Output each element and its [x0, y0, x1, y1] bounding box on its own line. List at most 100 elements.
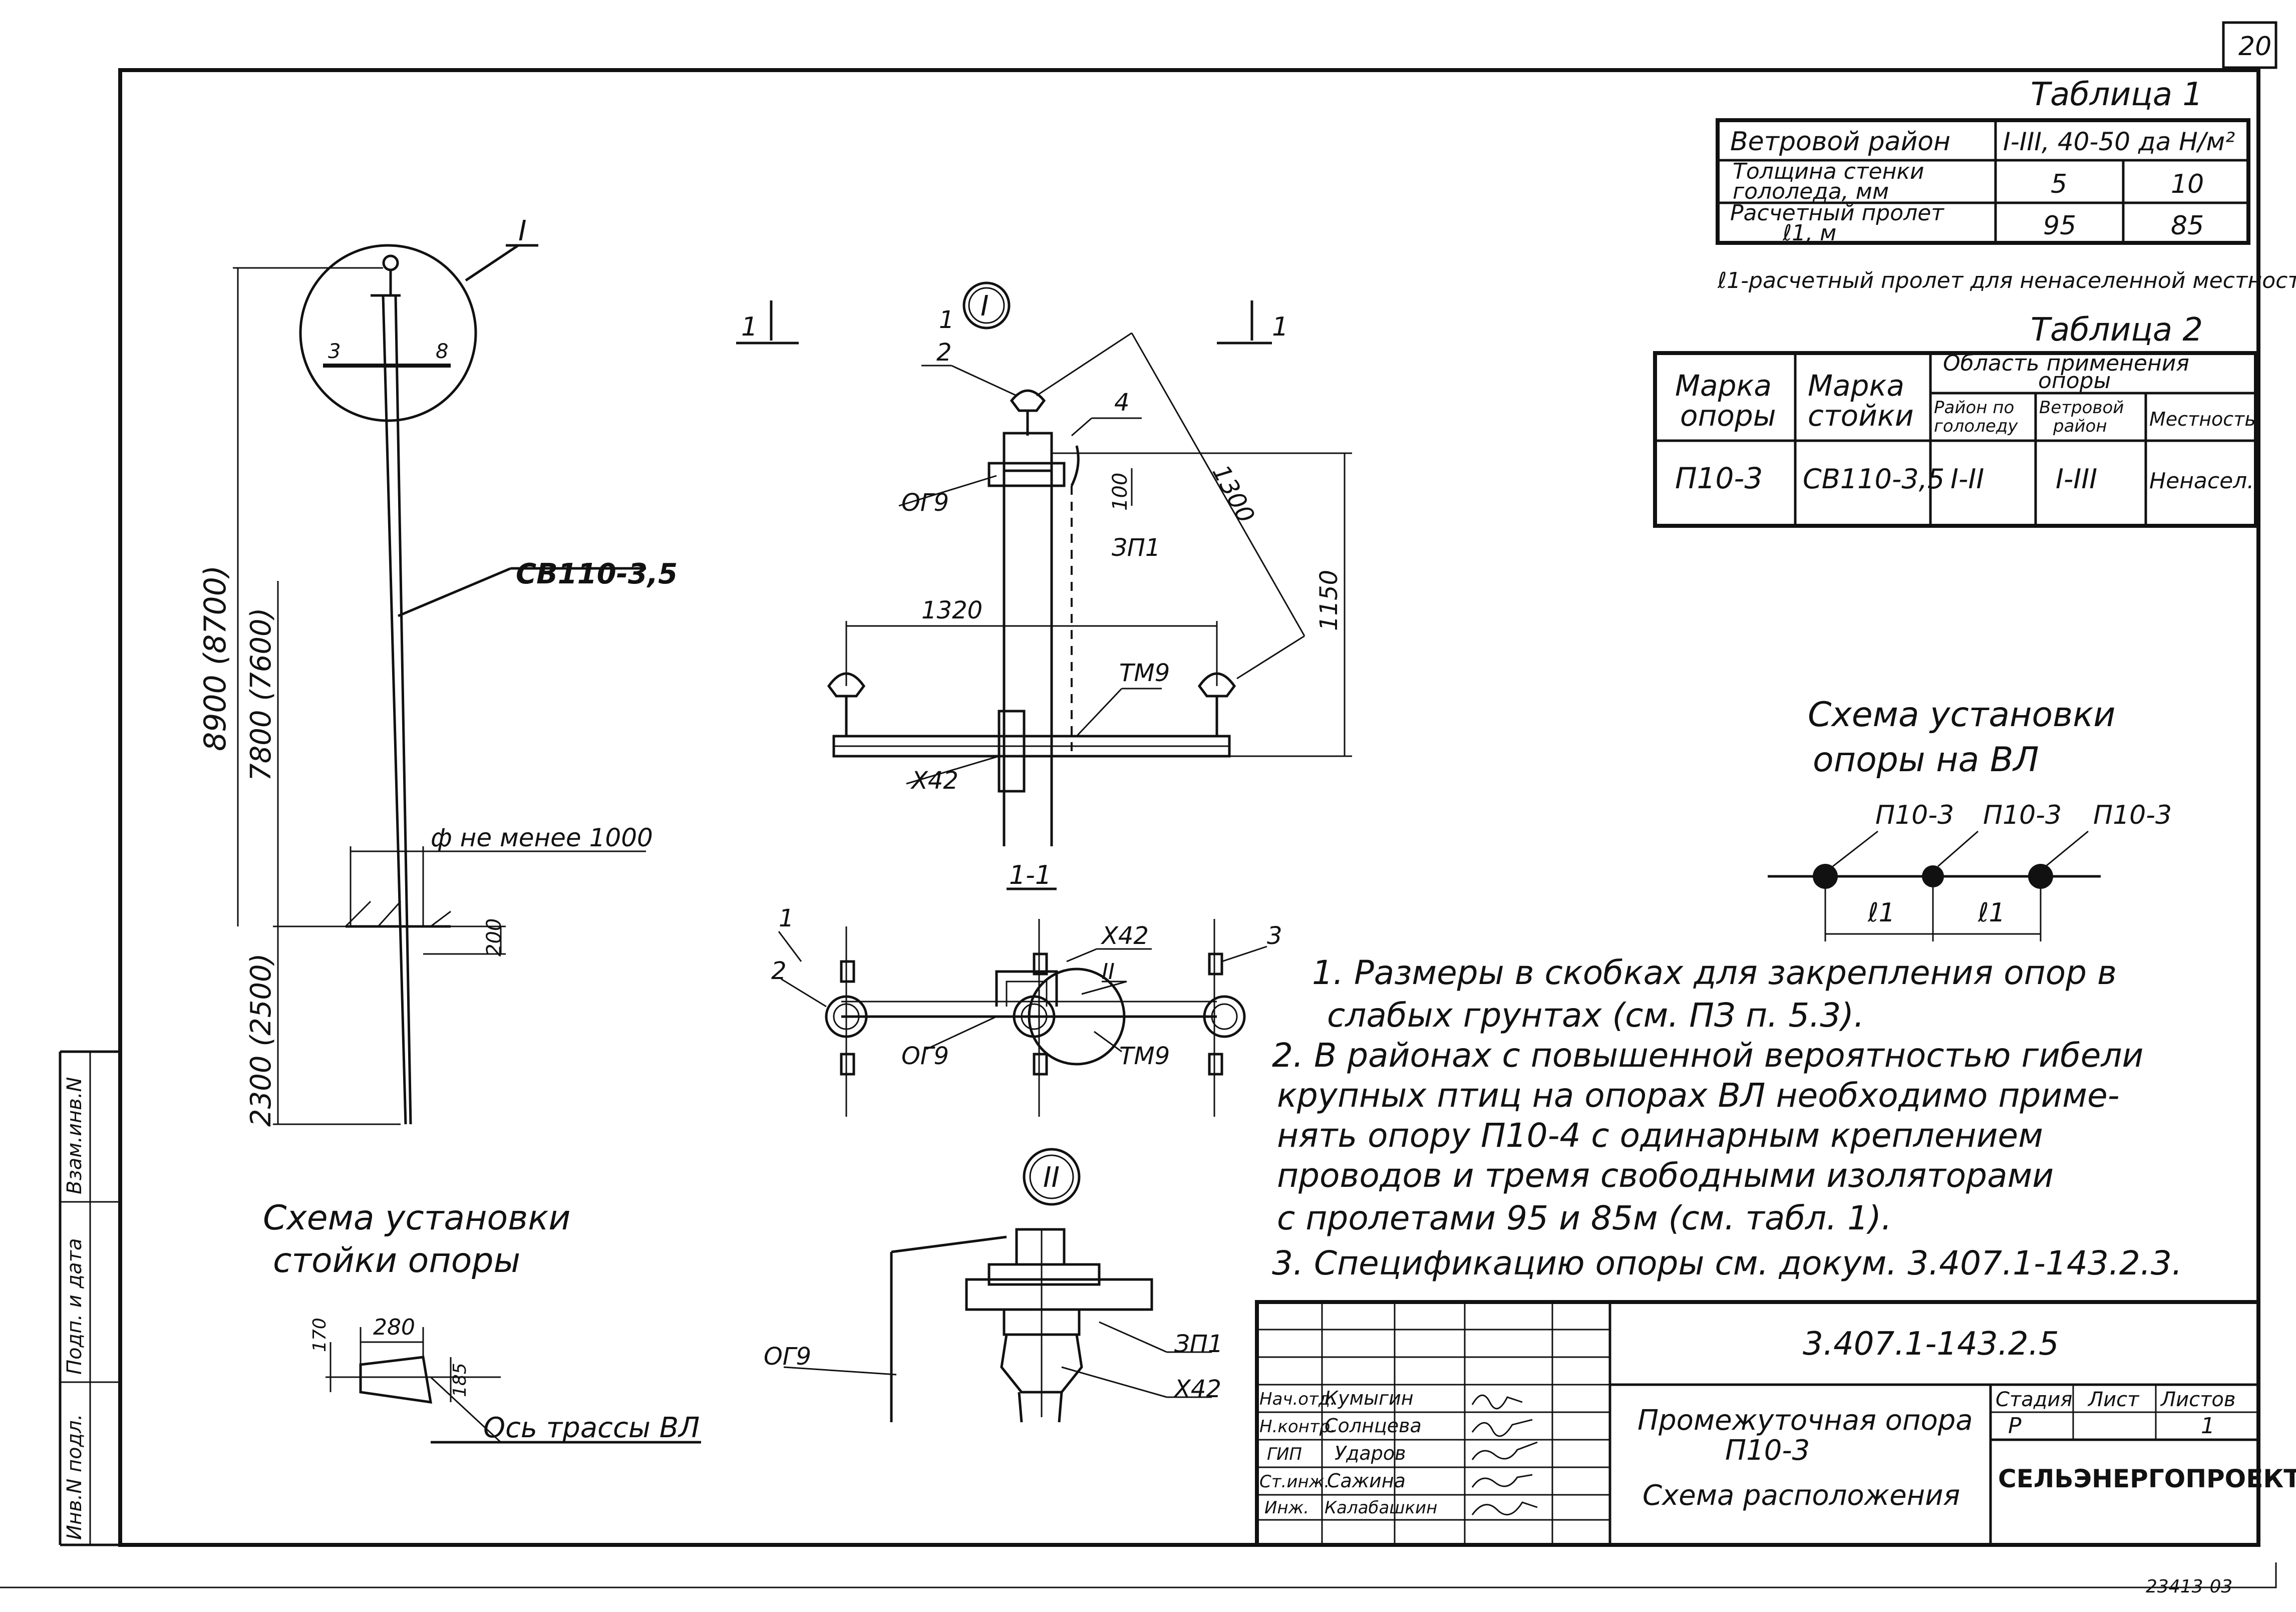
- post-label: СВ110-3,5: [516, 558, 678, 590]
- line-scheme-title-1: Схема установки: [1808, 695, 2115, 735]
- table-2-h-mark-b: опоры: [1680, 399, 1776, 433]
- post-scheme-title-2: стойки опоры: [273, 1241, 520, 1280]
- table-1-r2-v1: 5: [2051, 169, 2067, 199]
- table-1: [1716, 118, 2250, 245]
- line-scheme-pole-1: П10-3: [1875, 800, 1954, 830]
- side-stamp-3: Взам.инв.N: [63, 1077, 86, 1194]
- side-stamp-2: Подп. и дата: [63, 1238, 86, 1375]
- table-2-h-post-b: стойки: [1808, 399, 1914, 433]
- dim-100: 100: [1109, 473, 1132, 511]
- table-2-h-place: Местность: [2149, 408, 2256, 430]
- table-1-r3-label-a: Расчетный пролет: [1730, 200, 1944, 226]
- dim-1320: 1320: [921, 596, 982, 624]
- section-tm9: ТМ9: [1119, 1042, 1170, 1070]
- detail-II: [783, 1148, 1212, 1423]
- doc-code: 3.407.1-143.2.5: [1803, 1326, 2059, 1363]
- table-1-r1-label: Ветровой район: [1730, 127, 1950, 157]
- dim-1300: 1300: [1206, 460, 1260, 527]
- section-title: 1-1: [1009, 860, 1052, 890]
- detail-I-n4: 4: [1114, 389, 1130, 417]
- table-1-r3-v2: 85: [2171, 211, 2204, 241]
- line-scheme-span-2: ℓ1: [1978, 898, 2006, 928]
- line-scheme-span-1: ℓ1: [1867, 898, 1895, 928]
- section-mark-right: 1: [1272, 312, 1288, 342]
- note-line-3: 2. В районах с повышенной вероятностью г…: [1272, 1036, 2143, 1075]
- detail-I-tm9: ТМ9: [1119, 659, 1170, 687]
- line-scheme-pole-2: П10-3: [1983, 800, 2062, 830]
- table-2: [1653, 351, 2258, 528]
- detail-I-n2: 2: [936, 339, 952, 367]
- dim-above: 7800 (7600): [245, 607, 277, 781]
- notes: 1. Размеры в скобках для закрепления опо…: [1272, 953, 2182, 1282]
- note-line-8: 3. Спецификацию опоры см. докум. 3.407.1…: [1272, 1244, 2182, 1282]
- note-line-2: слабых грунтах (см. ПЗ п. 5.3).: [1327, 996, 1864, 1035]
- table-2-h-wind-b: район: [2053, 416, 2107, 436]
- table-1-r2-label-a: Толщина стенки: [1733, 159, 1924, 184]
- staff-role-2: Н.контр.: [1259, 1417, 1336, 1437]
- table-1-r3-label-b: ℓ1, м: [1782, 220, 1836, 246]
- table-2-h-ice-b: гололеду: [1934, 416, 2018, 436]
- sheet-header: Лист: [2087, 1388, 2140, 1411]
- staff-name-3: Ударов: [1335, 1442, 1406, 1464]
- line-scheme-pole-3: П10-3: [2093, 800, 2172, 830]
- table-2-h-post-a: Марка: [1808, 369, 1904, 403]
- table-2-h-mark-a: Марка: [1675, 369, 1772, 403]
- staff-role-5: Инж.: [1264, 1498, 1309, 1518]
- company: СЕЛЬЭНЕРГОПРОЕКТ: [1998, 1464, 2296, 1493]
- pole-insulator-right: 8: [436, 340, 448, 363]
- section-n1: 1: [779, 904, 794, 932]
- pole-callout: I: [518, 215, 527, 247]
- table-1-r2-label-b: гололеда, мм: [1733, 179, 1889, 204]
- table-1-r3-v1: 95: [2043, 211, 2076, 241]
- section-1-1: [778, 887, 1267, 1117]
- post-scheme: [325, 1327, 701, 1444]
- sheets-header: Листов: [2160, 1388, 2235, 1411]
- sheet-title: Схема расположения: [1643, 1479, 1960, 1512]
- table-1-footnote: ℓ1-расчетный пролет для ненаселенной мес…: [1717, 268, 2296, 293]
- section-n2: 2: [771, 957, 787, 985]
- post-scheme-dim-280: 280: [373, 1315, 415, 1340]
- staff-role-4: Ст.инж.: [1259, 1472, 1330, 1492]
- archive-number: 23413-03: [2146, 1576, 2232, 1597]
- post-scheme-axis: Ось трассы ВЛ: [483, 1412, 700, 1444]
- pole-elevation: [233, 244, 646, 1125]
- section-x42: Х42: [1100, 922, 1149, 950]
- detail-I-n1: 1: [939, 306, 954, 334]
- dim-200: 200: [483, 918, 506, 956]
- section-og9: ОГ9: [901, 1042, 949, 1070]
- table-2-row-post: СВ110-3,5: [1803, 463, 1944, 495]
- detail-I-x42: Х42: [910, 767, 958, 795]
- detail-II-x42: Х42: [1173, 1375, 1221, 1403]
- detail-II-og9: ОГ9: [764, 1343, 811, 1371]
- sheet-number: 20: [2238, 32, 2271, 62]
- project-title-2: П10-3: [1725, 1434, 1810, 1467]
- line-scheme-title-2: опоры на ВЛ: [1813, 740, 2039, 780]
- dim-1150: 1150: [1315, 570, 1343, 631]
- detail-I: [736, 281, 1352, 846]
- dim-total: 8900 (8700): [198, 565, 233, 751]
- table-2-row-ice: I-II: [1950, 463, 1984, 495]
- project-title-1: Промежуточная опора: [1637, 1404, 1973, 1437]
- detail-II-callout: II: [1043, 1161, 1060, 1194]
- post-scheme-dim-170: 170: [309, 1318, 330, 1352]
- table-1-title: Таблица 1: [2031, 76, 2203, 113]
- note-line-6: проводов и тремя свободными изоляторами: [1277, 1156, 2054, 1195]
- side-stamp-1: Инв.N подл.: [63, 1414, 86, 1540]
- staff-name-1: Кумыгин: [1325, 1387, 1414, 1409]
- table-2-row-place: Ненасел.: [2149, 468, 2254, 494]
- table-2-row-mark: П10-3: [1675, 461, 1763, 495]
- sheets-value: 1: [2201, 1413, 2215, 1439]
- section-mark-left: 1: [741, 312, 758, 342]
- table-1-r1-value: I-III, 40-50 да Н/м²: [2003, 127, 2235, 156]
- table-2-row-wind: I-III: [2056, 463, 2097, 495]
- staff-name-4: Сажина: [1327, 1470, 1406, 1492]
- post-scheme-title-1: Схема установки: [263, 1198, 570, 1238]
- note-line-1: 1. Размеры в скобках для закрепления опо…: [1312, 953, 2117, 992]
- dim-below: 2300 (2500): [245, 953, 277, 1127]
- staff-name-2: Солнцева: [1325, 1415, 1422, 1437]
- note-line-5: нять опору П10-4 с одинарным креплением: [1277, 1116, 2043, 1155]
- line-scheme: [1768, 830, 2101, 941]
- note-line-4: крупных птиц на опорах ВЛ необходимо при…: [1277, 1076, 2120, 1115]
- signatures: [1471, 1394, 1538, 1515]
